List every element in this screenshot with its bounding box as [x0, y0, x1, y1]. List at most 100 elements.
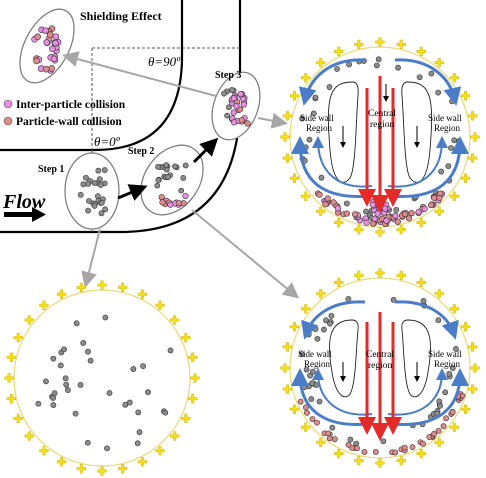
wall-particle [303, 404, 309, 411]
particle [167, 347, 174, 354]
particle [65, 387, 71, 394]
pile-particle [233, 103, 240, 110]
pile-particle [381, 205, 389, 212]
wall-cross-marker [6, 394, 16, 404]
wall-cross-marker [289, 322, 300, 332]
particle [321, 326, 327, 333]
wall-particle [314, 419, 320, 426]
wall-cross-marker [316, 58, 326, 68]
pile-particle [374, 210, 381, 217]
pile-particle [238, 117, 245, 124]
wall-particle [420, 440, 426, 447]
particle [85, 180, 92, 187]
particle [346, 61, 352, 68]
particle [380, 438, 387, 445]
step-2: Step 2 [128, 144, 204, 216]
particle [302, 144, 309, 151]
wall-particle [331, 436, 338, 443]
wall-cross-marker [460, 91, 471, 101]
wall-cross-marker [289, 91, 300, 101]
particle [96, 176, 103, 183]
blue-arrow-bottom-left [291, 136, 371, 198]
particle [62, 375, 69, 382]
particle [180, 175, 187, 181]
particle [73, 320, 80, 327]
wall-particle [330, 199, 337, 206]
wall-particle [322, 201, 329, 208]
wall-particle [436, 194, 443, 202]
pile-particle [230, 95, 238, 102]
wall-cross-marker [470, 132, 480, 142]
wall-cross-marker [39, 300, 49, 310]
particle [428, 70, 435, 77]
particle [308, 396, 315, 402]
pile-particle [34, 33, 41, 41]
wall-cross-marker [289, 404, 300, 414]
wall-cross-marker [375, 458, 385, 468]
flow-arrow: Flow [2, 191, 46, 222]
wall-cross-marker [470, 363, 480, 373]
wall-cross-marker [416, 217, 426, 228]
flow-arrow-head [32, 207, 46, 222]
wall-cross-marker [301, 191, 311, 201]
particle [80, 181, 87, 188]
theta0-label: θ=0º [94, 134, 121, 149]
wall-cross-marker [155, 300, 165, 310]
wall-cross-marker [354, 270, 364, 281]
wall-cross-marker [334, 277, 344, 288]
particle [87, 357, 94, 364]
wall-particle [426, 434, 433, 441]
particle [323, 317, 329, 324]
wall-cross-marker [396, 224, 406, 235]
particle [221, 90, 227, 97]
wall-particle [383, 217, 390, 224]
vortex-right-loop [401, 81, 433, 183]
wall-cross-marker [354, 39, 364, 50]
pile-particle [52, 39, 59, 47]
wall-particle [449, 409, 456, 416]
wall-cross-marker [434, 289, 444, 299]
wall-particle [352, 211, 359, 218]
wall-cross-marker [39, 446, 49, 456]
particle [91, 202, 98, 209]
wall-cross-marker [301, 73, 311, 83]
wall-cross-marker [282, 153, 293, 163]
particle [61, 346, 67, 353]
wall-cross-marker [188, 352, 198, 362]
wall-cross-marker [375, 268, 385, 278]
connector-step1-to-bottom-left [81, 228, 101, 288]
wall-particle [158, 194, 165, 201]
particle [72, 410, 79, 417]
wall-cross-marker [282, 111, 293, 121]
pile-particle [369, 201, 376, 209]
wall-particle [316, 191, 323, 198]
particle [130, 366, 137, 372]
wall-particle [343, 210, 350, 217]
wall-cross-marker [137, 289, 148, 299]
blue-arrow-bottom-right [391, 368, 469, 427]
wall-cross-marker [316, 289, 326, 299]
wall-particle [159, 199, 166, 206]
blue-arrow-inner-right [387, 136, 448, 188]
wall-crosses [4, 280, 200, 476]
step-1-ellipse [64, 152, 120, 230]
particle [86, 198, 92, 204]
shielding-particles [31, 25, 62, 74]
particle [312, 326, 319, 333]
wall-particle [402, 211, 409, 218]
pile-particle [244, 120, 251, 127]
wall-cross-marker [354, 455, 364, 466]
wall-cross-marker [449, 191, 459, 201]
pile-particle [49, 45, 56, 53]
wall-particle [175, 199, 182, 207]
particle [420, 298, 427, 304]
theta90-label: θ=90º [148, 54, 181, 69]
wall-cross-marker [467, 342, 478, 352]
legend-wall-dot [3, 116, 13, 126]
particle [145, 389, 151, 396]
step1-to-step2-arrow [117, 184, 148, 201]
wall-cross-marker [396, 270, 406, 281]
